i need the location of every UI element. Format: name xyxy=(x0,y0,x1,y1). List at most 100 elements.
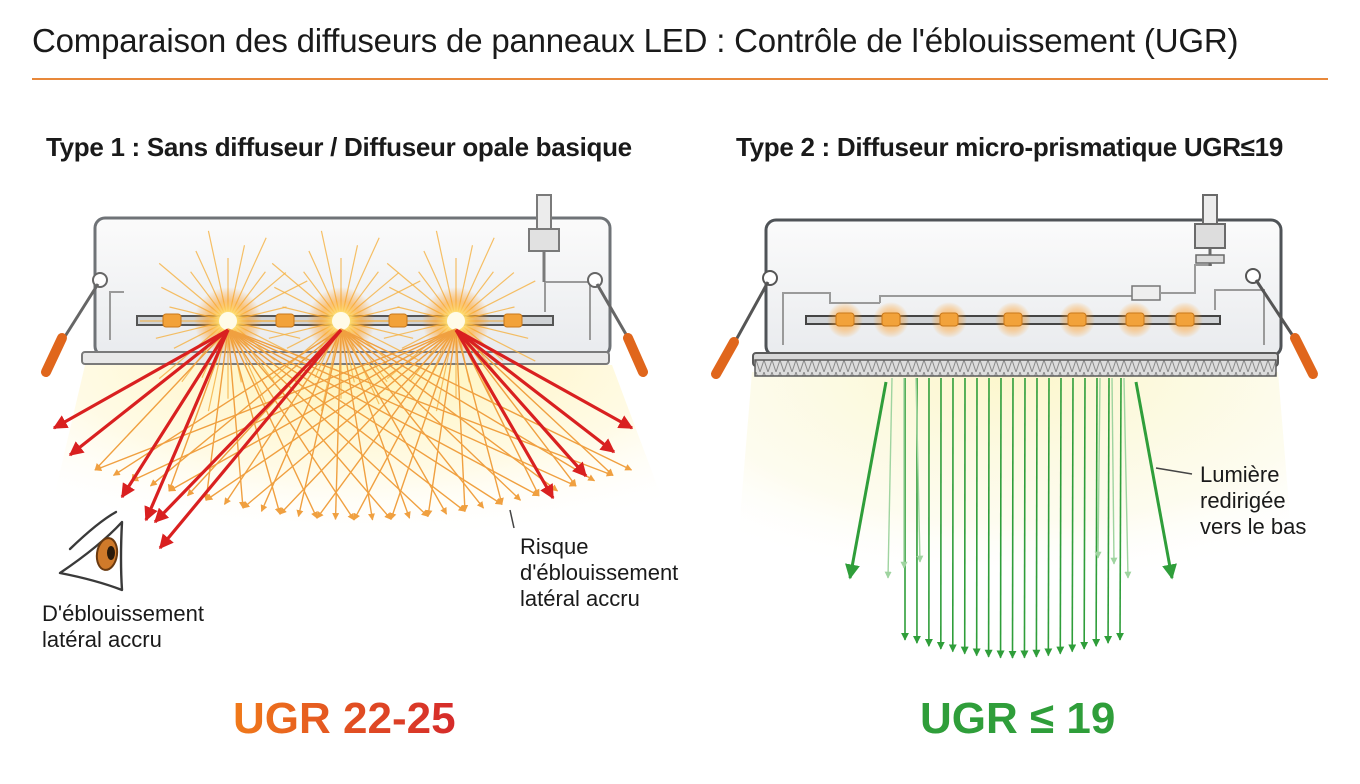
glare-ray xyxy=(144,329,230,522)
light-ray xyxy=(227,328,318,519)
mount-bolt-type2 xyxy=(1202,194,1218,226)
led-hotspot xyxy=(447,312,465,330)
light-ray xyxy=(389,328,457,521)
led-chip xyxy=(1003,312,1023,327)
light-ray xyxy=(1044,377,1053,657)
light-ray xyxy=(205,328,457,501)
mount-clip-left xyxy=(41,272,108,377)
light-ray xyxy=(340,328,411,519)
light-ray xyxy=(227,328,246,509)
panel-type2-illustration xyxy=(711,194,1318,659)
light-flood-type2 xyxy=(730,372,1300,640)
light-ray xyxy=(1020,377,1029,659)
panel-type1-illustration xyxy=(30,194,700,600)
led-chip xyxy=(275,313,295,328)
mount-bolt xyxy=(536,194,552,231)
ugr-value-type1: UGR 22-25 xyxy=(233,694,456,743)
led-hotspot xyxy=(219,312,237,330)
light-ray-faint xyxy=(1110,377,1118,565)
glare-ray xyxy=(454,329,555,500)
ugr-value-type2: UGR ≤ 19 xyxy=(920,694,1116,743)
light-ray xyxy=(455,328,504,506)
panel-title-type2: Type 2 : Diffuseur micro-prismatique UGR… xyxy=(736,132,1284,162)
led-chip xyxy=(1175,312,1195,327)
led-chip xyxy=(162,313,182,328)
eye-icon xyxy=(58,510,124,592)
glare-ray xyxy=(455,328,634,430)
light-ray xyxy=(340,328,633,471)
light-ray-faint xyxy=(1123,377,1132,579)
light-ray xyxy=(425,328,457,518)
light-ray xyxy=(227,328,355,521)
light-ray xyxy=(340,328,559,492)
panel-title-type1: Type 1 : Sans diffuseur / Diffuseur opal… xyxy=(46,132,632,162)
light-ray xyxy=(279,328,457,515)
light-ray xyxy=(242,328,457,509)
glare-ray xyxy=(52,328,229,430)
mount-clip-right xyxy=(587,272,648,377)
title-divider xyxy=(32,78,1328,80)
edge-ray xyxy=(845,381,888,580)
light-ray xyxy=(168,328,457,492)
light-ray xyxy=(455,328,577,487)
led-chip xyxy=(835,312,855,327)
light-ray xyxy=(1092,377,1101,647)
light-ray xyxy=(316,328,457,519)
light-ray-faint xyxy=(884,377,893,579)
light-ray xyxy=(1032,377,1041,658)
note-light-redirected: Lumière redirigée vers le bas xyxy=(1200,462,1307,539)
callout-line-risk xyxy=(509,509,515,529)
glare-rays-type1 xyxy=(52,328,634,550)
page-title: Comparaison des diffuseurs de panneaux L… xyxy=(32,22,1239,59)
light-ray xyxy=(223,328,342,505)
light-ray xyxy=(227,328,392,520)
note-eye-glare: D'éblouissement latéral accru xyxy=(42,601,204,652)
light-ray xyxy=(353,328,457,521)
light-ray xyxy=(340,328,448,515)
led-chip xyxy=(388,313,408,328)
light-ray xyxy=(340,328,485,509)
led-chip xyxy=(503,313,523,328)
light-ray xyxy=(1008,377,1017,659)
light-rays-type2 xyxy=(845,377,1177,659)
light-ray xyxy=(455,328,614,476)
light-ray xyxy=(227,328,503,505)
light-ray xyxy=(94,328,229,471)
glare-ray xyxy=(454,328,588,478)
glare-ray xyxy=(158,328,343,550)
led-chip xyxy=(939,312,959,327)
light-ray xyxy=(227,328,577,487)
light-ray-faint xyxy=(915,377,924,563)
light-ray xyxy=(1068,377,1077,653)
diffuser-micro-prismatic xyxy=(754,359,1277,377)
glare-ray xyxy=(153,328,343,524)
edge-ray xyxy=(1134,381,1177,580)
light-ray xyxy=(340,328,375,521)
light-ray-faint xyxy=(1094,377,1102,559)
light-ray xyxy=(149,328,342,487)
light-ray xyxy=(332,328,342,521)
light-ray xyxy=(1056,377,1065,655)
led-chips-type2 xyxy=(827,302,1203,338)
glare-ray xyxy=(455,328,616,454)
glare-ray xyxy=(120,329,230,499)
led-chip xyxy=(1067,312,1087,327)
callout-line-redirect xyxy=(1155,467,1193,475)
light-ray xyxy=(1080,377,1089,650)
led-chip xyxy=(1125,312,1145,327)
glare-ray xyxy=(68,328,229,457)
mount-clip-left-type2 xyxy=(711,270,778,379)
light-ray xyxy=(1116,377,1125,641)
light-flood-type1 xyxy=(30,365,700,600)
led-chips xyxy=(162,312,523,330)
light-ray xyxy=(1104,377,1113,644)
light-rays-type1 xyxy=(94,328,633,521)
light-ray xyxy=(227,328,429,517)
light-ray xyxy=(340,328,522,501)
light-ray xyxy=(131,328,457,482)
light-ray xyxy=(455,328,469,513)
led-hotspot xyxy=(332,312,350,330)
mount-clip-right-type2 xyxy=(1245,268,1318,379)
led-chip xyxy=(881,312,901,327)
fixture-type2 xyxy=(752,194,1283,377)
